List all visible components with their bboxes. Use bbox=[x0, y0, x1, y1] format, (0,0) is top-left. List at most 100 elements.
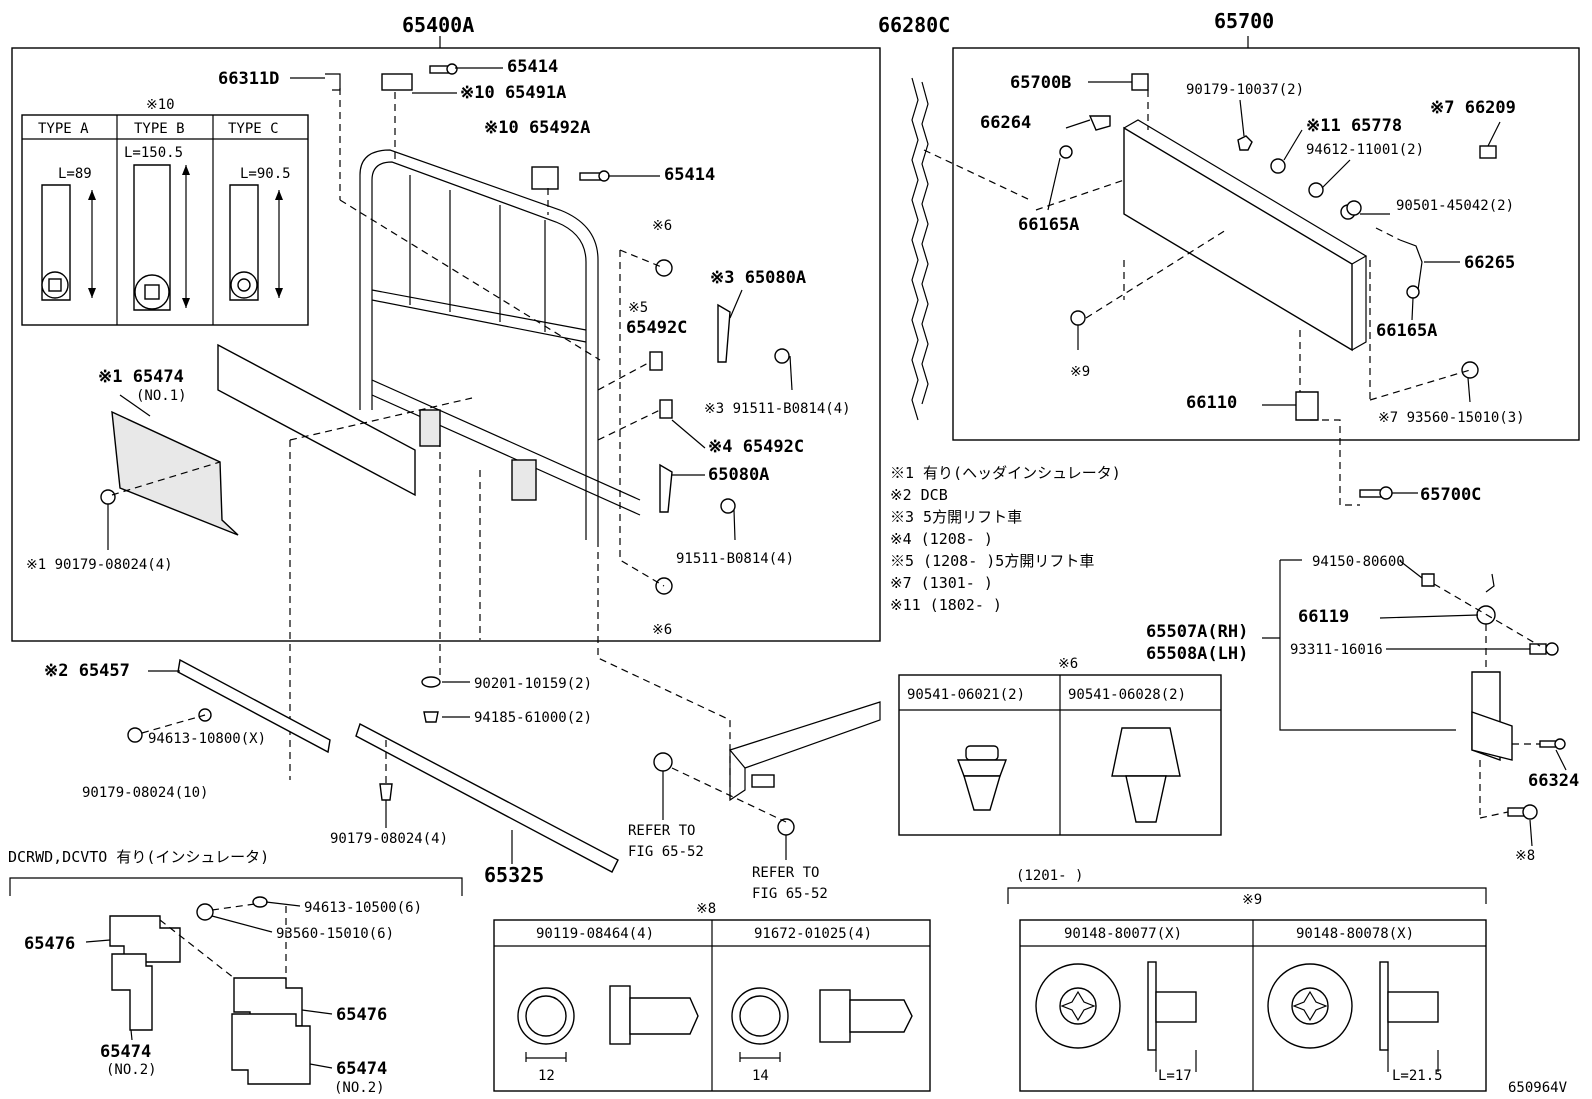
table9-header: ※9 bbox=[1242, 892, 1262, 908]
hinge-66110 bbox=[1295, 391, 1319, 421]
label-90179-10: 90179-08024(10) bbox=[82, 785, 208, 801]
washer-94612 bbox=[1308, 182, 1324, 198]
rod-66264 bbox=[1088, 115, 1111, 131]
header-guard-drawing bbox=[339, 149, 641, 540]
label-91511: 91511-B0814(4) bbox=[676, 551, 794, 567]
note-6-bottom: ※6 bbox=[652, 622, 672, 638]
latch-65080A-a bbox=[717, 303, 731, 363]
clip-6-top bbox=[655, 259, 673, 277]
clip-90541-06021-drawing bbox=[956, 745, 1008, 811]
table6-col2: 90541-06028(2) bbox=[1068, 687, 1186, 703]
screw-90148-80077-drawing bbox=[1035, 961, 1197, 1072]
label-93560-6: 93560-15010(6) bbox=[276, 926, 394, 942]
bracket-65492A bbox=[531, 166, 559, 190]
part-65700B bbox=[1131, 73, 1149, 91]
bolt-66324 bbox=[1539, 738, 1566, 750]
label-66265: 66265 bbox=[1464, 253, 1515, 273]
label-66209: ※7 66209 bbox=[1430, 98, 1516, 118]
pad-65474-b bbox=[231, 1013, 311, 1085]
table9-col1: 90148-80077(X) bbox=[1064, 926, 1182, 942]
nut-90179-10037 bbox=[1237, 135, 1253, 151]
grommet-66165A-a bbox=[1059, 145, 1073, 159]
bracket-65491A bbox=[381, 73, 413, 91]
clip-66311D bbox=[325, 73, 341, 91]
label-65474-a-sub: (NO.2) bbox=[106, 1062, 157, 1078]
label-66311D: 66311D bbox=[218, 69, 279, 89]
label-65400A: 65400A bbox=[402, 13, 474, 37]
table9-col2: 90148-80078(X) bbox=[1296, 926, 1414, 942]
label-65778: ※11 65778 bbox=[1306, 116, 1402, 136]
label-94612: 94612-11001(2) bbox=[1306, 142, 1424, 158]
plate-65700 bbox=[1123, 126, 1353, 352]
header-panel bbox=[217, 343, 416, 497]
label-65508A: 65508A(LH) bbox=[1146, 644, 1248, 664]
note-5: ※5 bbox=[628, 300, 648, 316]
note-line: ※5 (1208- )5方開リフト車 bbox=[890, 552, 1094, 570]
bolt-65414a bbox=[429, 63, 458, 75]
label-65700: 65700 bbox=[1214, 9, 1274, 33]
washer-65778 bbox=[1270, 158, 1286, 174]
label-66119: 66119 bbox=[1298, 607, 1349, 627]
label-65457: ※2 65457 bbox=[44, 661, 130, 681]
label-66264: 66264 bbox=[980, 113, 1031, 133]
label-65476-a: 65476 bbox=[24, 934, 75, 954]
label-65474-a: 65474 bbox=[100, 1042, 151, 1062]
table9-dim1: L=17 bbox=[1158, 1068, 1192, 1084]
type-b-label: TYPE B bbox=[134, 121, 185, 137]
type-table bbox=[21, 114, 309, 326]
pin-66119 bbox=[1485, 573, 1495, 593]
note-6-top: ※6 bbox=[652, 218, 672, 234]
label-65700C: 65700C bbox=[1420, 485, 1481, 505]
nut-90179-4 bbox=[379, 783, 393, 801]
nut-90179-10 bbox=[127, 727, 143, 743]
label-65414a: 65414 bbox=[507, 57, 558, 77]
refer-1-line2: FIG 65-52 bbox=[628, 844, 704, 860]
table6-col1: 90541-06021(2) bbox=[907, 687, 1025, 703]
label-66324: 66324 bbox=[1528, 771, 1579, 791]
table9-dim2: L=21.5 bbox=[1392, 1068, 1443, 1084]
note-9: ※9 bbox=[1070, 364, 1090, 380]
type-b-dim: L=150.5 bbox=[124, 145, 183, 161]
label-65474-b-sub: (NO.2) bbox=[334, 1080, 385, 1096]
main-frame-65400A bbox=[11, 47, 881, 642]
notes-list: ※1 有り(ヘッダインシュレータ) ※2 DCB ※3 5方開リフト車 ※4 (… bbox=[890, 464, 1121, 614]
label-94613-x: 94613-10800(X) bbox=[148, 731, 266, 747]
label-65491A: ※10 65491A bbox=[460, 83, 566, 103]
label-65476-b: 65476 bbox=[336, 1005, 387, 1025]
bolt-93560-6 bbox=[196, 903, 214, 921]
nut-94185 bbox=[423, 711, 439, 723]
part-66209 bbox=[1479, 145, 1497, 159]
bolt-93311 bbox=[1529, 642, 1559, 656]
type-c-dim: L=90.5 bbox=[240, 166, 291, 182]
bolt-91672-drawing bbox=[731, 987, 913, 1062]
label-65080A: 65080A bbox=[708, 465, 769, 485]
insulator-65474-no1 bbox=[111, 410, 239, 536]
label-65507A: 65507A(RH) bbox=[1146, 622, 1248, 642]
latch-65080A-b bbox=[659, 463, 673, 513]
plate-65492C-b bbox=[659, 399, 673, 419]
pad-65474-a bbox=[111, 953, 153, 1031]
label-90179-4: 90179-08024(4) bbox=[330, 831, 448, 847]
note-line: ※1 有り(ヘッダインシュレータ) bbox=[890, 464, 1121, 482]
refer-1-line1: REFER TO bbox=[628, 823, 695, 839]
label-65474-1-sub: (NO.1) bbox=[136, 388, 187, 404]
nut-90179-drawing bbox=[100, 489, 116, 505]
clip-90541-06028-drawing bbox=[1111, 727, 1181, 823]
note-line: ※2 DCB bbox=[890, 486, 948, 504]
label-65474-b: 65474 bbox=[336, 1059, 387, 1079]
screw-90148-80078-drawing bbox=[1267, 961, 1439, 1072]
bracket-65508A bbox=[1471, 711, 1513, 761]
bolt-91511-a bbox=[774, 348, 790, 364]
label-65700B: 65700B bbox=[1010, 73, 1071, 93]
note-line: ※4 (1208- ) bbox=[890, 530, 993, 548]
table8-dim1: 12 bbox=[538, 1068, 555, 1084]
label-65325: 65325 bbox=[484, 863, 544, 887]
bolt-9 bbox=[1070, 310, 1086, 326]
type-b-bolt-drawing bbox=[133, 164, 190, 311]
grommet-66165A-b bbox=[1406, 285, 1420, 299]
bracket-group-line bbox=[1279, 560, 1456, 731]
note-line: ※11 (1802- ) bbox=[890, 596, 1002, 614]
spring-90501 bbox=[1340, 200, 1362, 220]
table8-col2: 91672-01025(4) bbox=[754, 926, 872, 942]
bolt-90119-drawing bbox=[517, 985, 699, 1062]
